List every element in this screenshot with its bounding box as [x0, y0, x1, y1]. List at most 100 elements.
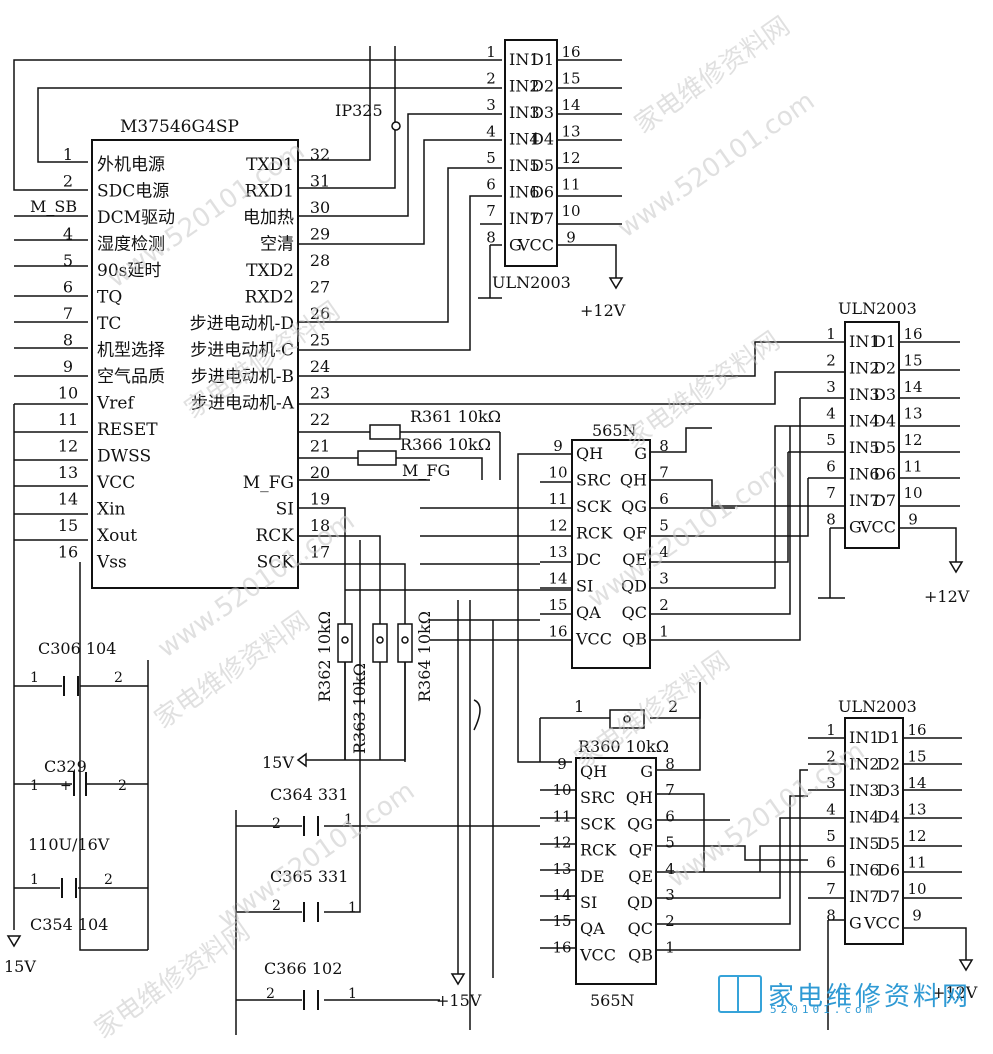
uln1-pin-number: 12 [561, 149, 580, 167]
wire-bottom-caps [236, 540, 540, 1001]
sr2-pin-label: QH [626, 788, 653, 807]
sr1-pin-number: 7 [659, 464, 669, 482]
label-c306-pin1: 1 [30, 670, 39, 686]
mcu-pin-label: 机型选择 [97, 341, 165, 361]
sr2-body [575, 757, 657, 985]
supply-12v-uln3-icon [958, 959, 974, 972]
sr2-pin-number: 13 [552, 860, 571, 878]
sr2-pin-label: SCK [580, 814, 616, 833]
mcu-msb-label: M_SB [30, 197, 77, 216]
uln3-pin-label: IN7 [849, 887, 880, 906]
uln3-pin-number: 10 [907, 880, 926, 898]
sr2-pin-label: QC [628, 919, 653, 938]
mcu-pin-label: Vref [96, 394, 135, 414]
sr1-pin-label: QA [576, 603, 601, 622]
sr2-pin-label: QE [628, 867, 653, 886]
label-c354-pin1: 1 [30, 872, 39, 888]
mcu-pin-number: 25 [310, 331, 330, 350]
wire-vref [13, 403, 88, 930]
uln3-pin-number: 15 [907, 748, 926, 766]
wire-uln2-vcc [900, 527, 957, 562]
resistor-r361 [369, 424, 401, 440]
mcu-pin-label: M_FG [243, 473, 294, 493]
uln3-part-name: ULN2003 [838, 697, 917, 716]
label-c354-pin2: 2 [104, 872, 113, 888]
sr1-part-name: 565N [592, 421, 637, 440]
wire-step-a [298, 371, 845, 405]
mcu-pin-number: 16 [58, 543, 78, 562]
uln1-pin-number: 3 [486, 96, 496, 114]
wire-crossover [473, 699, 481, 731]
supply-12v-uln1-icon [608, 277, 624, 290]
sr2-pin-number: 16 [552, 938, 571, 956]
uln2-pin-label: IN2 [849, 359, 880, 378]
wire-r366 [298, 457, 483, 480]
uln3-pin-number: 3 [826, 774, 836, 792]
uln1-pin-label: IN4 [509, 130, 540, 149]
wire-uln3-inputs [808, 737, 845, 899]
uln1-pin-number: 10 [561, 202, 580, 220]
sr2-pin-number: 15 [552, 912, 571, 930]
label-c366: C366 102 [264, 959, 342, 978]
uln2-pin-label: D5 [873, 438, 896, 457]
wire-sr1-g [650, 427, 712, 453]
uln2-pin-number: 5 [826, 431, 836, 449]
uln3-pin-number: 11 [907, 854, 926, 872]
wire-left-caps [14, 685, 148, 889]
sr2-pin-number: 9 [557, 755, 567, 773]
uln1-pin-number: 8 [486, 229, 496, 247]
label-c365: C365 331 [270, 867, 348, 886]
wire-uln2-inputs [788, 397, 845, 507]
mcu-pin-label: 步进电动机-A [191, 394, 295, 414]
sr2-pin-number: 4 [665, 860, 675, 878]
mcu-pin-number: 15 [58, 516, 78, 535]
label-c364: C364 331 [270, 785, 348, 804]
wire-step-d [298, 167, 502, 323]
sr1-pin-number: 2 [659, 596, 669, 614]
uln3-pin-label: D3 [877, 781, 900, 800]
sr2-pin-label: G [640, 762, 653, 781]
mcu-chip: M37546G4SPM_SB外机电源1TXD132SDC电源2RXD131DCM… [30, 117, 330, 589]
sr2-pin-number: 1 [665, 938, 675, 956]
uln3-pin-label: VCC [863, 914, 900, 933]
sr1-pin-number: 9 [553, 437, 563, 455]
mcu-pin-number: 10 [58, 384, 78, 403]
uln2-pin-number: 1 [826, 325, 836, 343]
uln3-pin-number: 2 [826, 748, 836, 766]
sr2-pin-label: QA [580, 919, 605, 938]
mcu-pin-number: 30 [310, 198, 330, 217]
sr2-pin-label: SI [580, 893, 597, 912]
wire-layer [13, 46, 967, 1035]
mcu-pin-label: 电加热 [243, 208, 294, 228]
uln2-pin-label: IN5 [849, 438, 880, 457]
wire-heater-uln1-in3 [298, 113, 502, 217]
supply-15v-bottom-icon [450, 973, 466, 986]
wire-left-pins-a [14, 431, 88, 541]
mcu-pin-number: 5 [63, 251, 73, 270]
wire-uln2-gnd [818, 527, 845, 599]
sr2-pin-label: QH [580, 762, 607, 781]
uln2-pin-label: IN4 [849, 412, 880, 431]
sr1-pin-number: 5 [659, 517, 669, 535]
sr2-pin-label: QG [627, 814, 653, 833]
wire-sr1-qc [650, 426, 791, 615]
node-r364 [401, 636, 409, 644]
sr1-pin-label: DC [576, 550, 601, 569]
mcu-pin-label: VCC [96, 473, 135, 493]
sr1-pin-label: SCK [576, 497, 612, 516]
label-r360-pin1: 1 [574, 697, 584, 716]
wire-sr1-qf [650, 478, 809, 537]
sr1-pin-number: 16 [548, 623, 567, 641]
capacitor-c366 [303, 990, 319, 1010]
mcu-pin-label: DCM驱动 [97, 208, 175, 228]
uln1-pin-number: 1 [486, 43, 496, 61]
mcu-pin-number: 12 [58, 437, 78, 456]
wire-uln1-vcc [556, 244, 617, 278]
wire-rck [298, 535, 381, 640]
sr2-pin-label: VCC [579, 945, 616, 964]
uln2-pin-label: IN7 [849, 491, 880, 510]
sr1-pin-number: 1 [659, 623, 669, 641]
chip-layer: M37546G4SPM_SB外机电源1TXD132SDC电源2RXD131DCM… [30, 39, 978, 1010]
